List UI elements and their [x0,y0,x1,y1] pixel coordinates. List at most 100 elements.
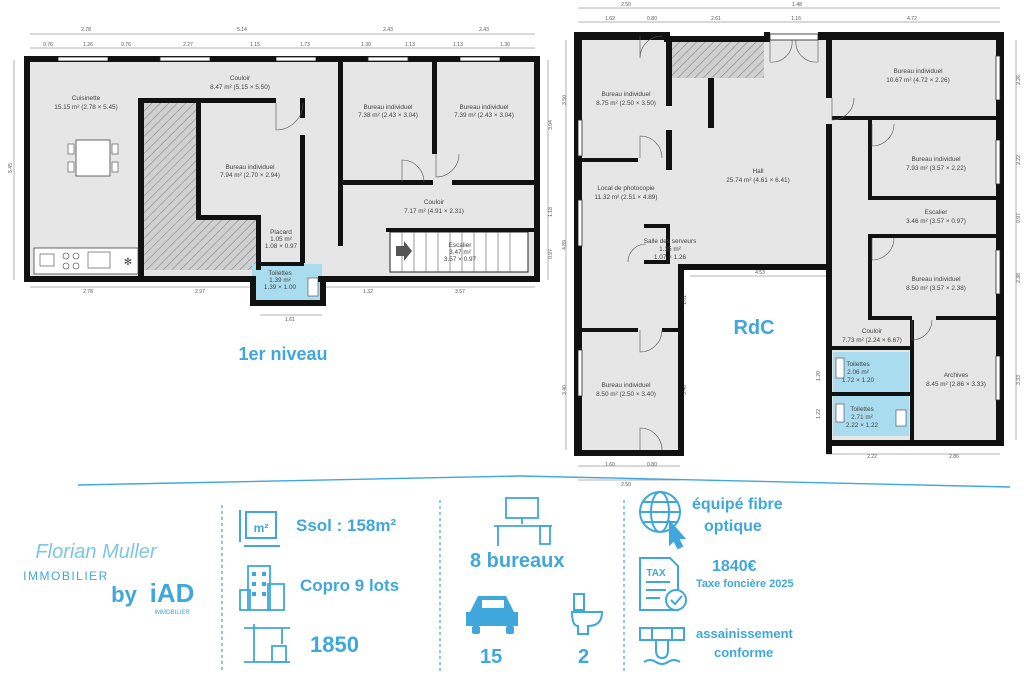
room-label: Escalier [449,242,473,249]
dim-label: 5.14 [237,27,247,33]
svg-text:✻: ✻ [124,257,132,268]
dim-label: 2.43 [479,27,489,33]
dim-label: 2.22 [1016,155,1022,165]
dim-label: 1.13 [453,42,463,48]
staircase [389,231,529,273]
divider [77,475,521,486]
dim-label: 1.18 [548,207,554,217]
dim-label: 1.48 [792,2,802,8]
room-dims: 8.45 m² (2.86 × 3.33) [926,381,986,388]
room-label: Couloir [424,199,445,206]
dim-label: 4.89 [562,240,568,250]
room-dims: 1.07 × 1.26 [654,254,687,261]
room-area: 2.06 m² [847,369,869,376]
room-area: 3.47 m² [449,249,471,256]
toilet-fixture-icon [895,409,907,427]
room-label: Bureau individuel [601,382,650,389]
year-stat: 1850 [310,632,359,657]
room-label: Bureau individuel [363,104,412,111]
svg-text:m²: m² [254,521,269,535]
ssol-stat: Ssol : 158m² [296,516,397,535]
assainissement-line2: conforme [714,645,774,660]
dim-label: 2.38 [1016,273,1022,283]
fibre-line1: équipé fibre [692,496,783,513]
room-label: Toilettes [846,361,869,368]
copro-stat: Copro 9 lots [300,576,400,595]
sink-icon [835,357,845,379]
dim-label: 1.30 [361,42,371,48]
assainissement-line1: assainissement [696,626,793,641]
room-dims: 7.93 m² (3.57 × 2.22) [906,165,966,172]
dim-label: 1.73 [300,42,310,48]
dim-label: 1.32 [363,289,373,295]
stair-arrow-icon [396,241,412,261]
desk-computer-icon [494,497,552,546]
rdc-plan: 2.50 1.48 4.72 1.62 0.80 2.61 1.16 1.60 … [562,2,1022,488]
dim-label: 1.30 [500,42,510,48]
dim-label: 2.50 [621,482,631,488]
dim-label: 2.78 [81,27,91,33]
brand-immobilier: IMMOBILIER [23,569,109,583]
dim-label: 0.80 [647,16,657,22]
level1-plan: 2.78 5.14 2.43 2.43 0.76 1.26 0.76 2.27 … [8,27,554,364]
dim-label: 1.61 [285,317,295,323]
level-title: 1er niveau [238,344,327,364]
brand-logo: Florian Muller IMMOBILIER by iAD IMMOBIL… [23,541,194,616]
tax-label: Taxe foncière 2025 [696,578,794,590]
room-dims: 7.17 m² (4.91 × 2.31) [404,208,464,215]
room-dims: 2.22 × 1.22 [846,422,879,429]
room-dims: 8.47 m² (5.15 × 5.50) [210,84,270,91]
svg-text:TAX: TAX [646,568,666,579]
room-label: Bureau individuel [911,276,960,283]
dim-label: 2.78 [83,289,93,295]
parking-count: 15 [480,646,503,668]
dim-label: 2.43 [383,27,393,33]
tax-amount: 1840€ [712,558,757,575]
dim-label: 1.15 [250,42,260,48]
room-dims: 1.39 × 1.00 [264,284,297,291]
dim-label: 1.26 [83,42,93,48]
toilet-fixture-icon [307,277,319,297]
dim-label: 0.76 [121,42,131,48]
room-dims: 3.46 m² (3.57 × 0.97) [906,218,966,225]
dim-label: 2.50 [621,2,631,8]
dim-label: 0.97 [1016,213,1022,223]
kitchen-counter-icon: ✻ [33,247,139,275]
dim-label: 2.26 [1016,75,1022,85]
brand-iad-sub: IMMOBILIER [154,610,190,616]
dim-label: 1.20 [816,371,822,381]
dim-label: 1.13 [405,42,415,48]
room-area: 1.39 m² [269,277,291,284]
dim-label: 3.40 [562,385,568,395]
dim-label: 3.50 [562,95,568,105]
sewage-pipe-icon [639,627,685,665]
dim-label: 2.86 [949,454,959,460]
room-label: Bureau individuel [911,156,960,163]
room-label: Archives [944,372,969,379]
brand-script: Florian Muller [35,541,157,563]
toilet-icon [570,593,604,635]
brand-iad: iAD [150,578,195,608]
dim-label: 4.72 [907,16,917,22]
room-area: 1.35 m² [659,246,681,253]
room-area: 2.71 m² [851,414,873,421]
dining-table-icon [67,139,119,177]
dim-label: 1.62 [605,16,615,22]
room-dims: 10.67 m² (4.72 × 2.26) [886,77,949,84]
room-area: 1.05 m² [270,236,292,243]
dim-label: 2.27 [183,42,193,48]
dim-label: 3.57 [455,289,465,295]
room-label: Toilettes [850,406,873,413]
tax-document-icon: TAX [639,557,687,611]
dim-label: 1.16 [791,16,801,22]
dim-label: 1.22 [816,409,822,419]
wet-room [833,352,909,392]
m2-area-icon: m² [239,510,280,547]
room-label: Escalier [925,209,949,216]
room-dims: 1.72 × 1.20 [842,377,875,384]
room-label: Couloir [230,75,251,82]
room-dims: 11.32 m² (2.51 × 4.89) [595,194,658,201]
room-label: Placard [270,229,292,236]
room-dims: 7.73 m² (2.24 × 6.67) [842,337,902,344]
divider [519,475,1011,488]
